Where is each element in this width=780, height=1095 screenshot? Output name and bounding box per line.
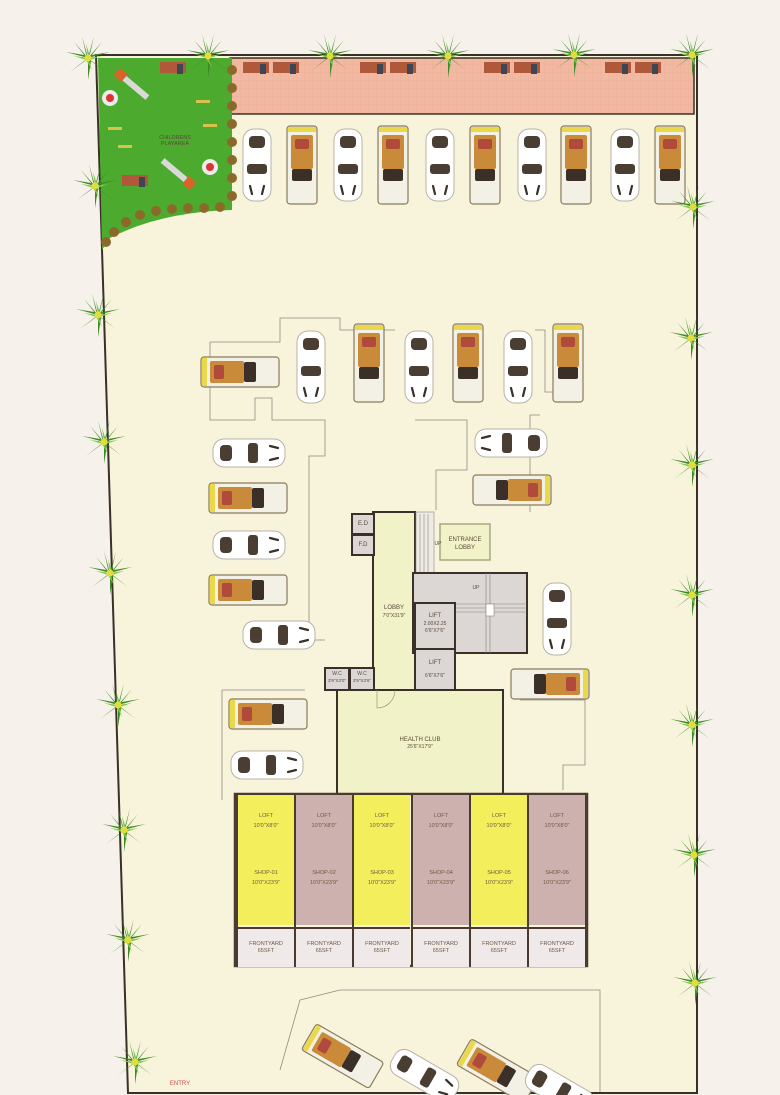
loft-size: 10'0"X8'0" — [311, 823, 337, 829]
frontyard-label: FRONTYARD — [249, 941, 283, 947]
fd-room-label: F.D — [358, 542, 368, 548]
shop-size: 10'0"X23'9" — [309, 880, 339, 886]
lift1-label: LIFT — [428, 613, 442, 619]
frontyard-label: FRONTYARD — [365, 941, 399, 947]
shop-size: 10'0"X23'9" — [542, 880, 572, 886]
loft-size: 10'0"X8'0" — [428, 823, 454, 829]
loft-area: LOFT 10'0"X8'0" — [238, 795, 294, 851]
frontyard-area: FRONTYARD 65SFT — [238, 927, 294, 967]
shop-unit-02: LOFT 10'0"X8'0" SHOP-02 10'0"X23'9" FRON… — [294, 795, 352, 967]
frontyard-area: FRONTYARD 65SFT — [471, 927, 527, 967]
loft-area: LOFT 10'0"X8'0" — [296, 795, 352, 851]
lift1-size: 6'6"X7'6" — [425, 628, 445, 634]
shop-area: SHOP-06 10'0"X23'9" — [529, 850, 585, 925]
loft-label: LOFT — [549, 813, 565, 819]
shop-unit-01: LOFT 10'0"X8'0" SHOP-01 10'0"X23'9" FRON… — [236, 795, 294, 967]
shop-name: SHOP-04 — [429, 870, 453, 876]
shop-unit-03: LOFT 10'0"X8'0" SHOP-03 10'0"X23'9" FRON… — [352, 795, 410, 967]
shop-name: SHOP-03 — [370, 870, 394, 876]
frontyard-area-value: 65SFT — [490, 948, 508, 954]
ed-room-label: E.D — [357, 521, 368, 527]
loft-label: LOFT — [258, 813, 274, 819]
loft-label: LOFT — [433, 813, 449, 819]
stair-up-label-1: UP — [434, 541, 442, 547]
frontyard-label: FRONTYARD — [540, 941, 574, 947]
loft-size: 10'0"X8'0" — [253, 823, 279, 829]
frontyard-area: FRONTYARD 65SFT — [413, 927, 469, 967]
lobby-label: LOBBY — [383, 605, 404, 611]
shop-unit-06: LOFT 10'0"X8'0" SHOP-06 10'0"X23'9" FRON… — [527, 795, 587, 967]
loft-area: LOFT 10'0"X8'0" — [471, 795, 527, 851]
frontyard-label: FRONTYARD — [482, 941, 516, 947]
shop-name: SHOP-02 — [312, 870, 336, 876]
wc1-label: W.C — [332, 671, 342, 677]
shop-area: SHOP-02 10'0"X23'9" — [296, 850, 352, 925]
frontyard-area-value: 65SFT — [257, 948, 275, 954]
loft-label: LOFT — [374, 813, 390, 819]
lobby-size: 7'0"X31'9" — [382, 613, 406, 619]
loft-label: LOFT — [316, 813, 332, 819]
entrance-lobby-label-1: ENTRANCE — [448, 537, 482, 543]
shop-area: SHOP-05 10'0"X23'9" — [471, 850, 527, 925]
frontyard-area: FRONTYARD 65SFT — [296, 927, 352, 967]
health-club-size: 25'6"X17'9" — [407, 744, 433, 750]
frontyard-area: FRONTYARD 65SFT — [529, 927, 585, 967]
shop-size: 10'0"X23'9" — [426, 880, 456, 886]
shop-name: SHOP-05 — [487, 870, 511, 876]
loft-size: 10'0"X8'0" — [369, 823, 395, 829]
playarea-label: CHILDRENS PLAYAREA — [159, 135, 191, 147]
shop-size: 10'0"X23'9" — [484, 880, 514, 886]
lift2-size: 6'6"X7'6" — [425, 673, 445, 679]
frontyard-area-value: 65SFT — [315, 948, 333, 954]
health-club-label: HEALTH CLUB — [399, 737, 441, 743]
wc1-size: 3'9"X3'0" — [328, 678, 346, 683]
shop-area: SHOP-04 10'0"X23'9" — [413, 850, 469, 925]
shop-size: 10'0"X23'9" — [251, 880, 281, 886]
wc2-label: W.C — [357, 671, 367, 677]
shop-unit-05: LOFT 10'0"X8'0" SHOP-05 10'0"X23'9" FRON… — [469, 795, 527, 967]
lift1-size-metric: 2.00X2.25 — [423, 621, 447, 627]
frontyard-area-value: 65SFT — [432, 948, 450, 954]
stair-up-label-2: UP — [472, 585, 480, 591]
entry-label: ENTRY — [169, 1081, 191, 1087]
frontyard-label: FRONTYARD — [307, 941, 341, 947]
frontyard-area-value: 65SFT — [373, 948, 391, 954]
entrance-lobby-label-2: LOBBY — [454, 545, 475, 551]
frontyard-area: FRONTYARD 65SFT — [354, 927, 410, 967]
frontyard-area-value: 65SFT — [548, 948, 566, 954]
shop-unit-04: LOFT 10'0"X8'0" SHOP-04 10'0"X23'9" FRON… — [411, 795, 469, 967]
lift2-label: LIFT — [428, 660, 442, 666]
shop-name: SHOP-01 — [254, 870, 278, 876]
shop-area: SHOP-03 10'0"X23'9" — [354, 850, 410, 925]
shop-size: 10'0"X23'9" — [367, 880, 397, 886]
loft-area: LOFT 10'0"X8'0" — [413, 795, 469, 851]
loft-area: LOFT 10'0"X8'0" — [529, 795, 585, 851]
shop-name: SHOP-06 — [545, 870, 569, 876]
loft-size: 10'0"X8'0" — [486, 823, 512, 829]
loft-size: 10'0"X8'0" — [544, 823, 570, 829]
loft-area: LOFT 10'0"X8'0" — [354, 795, 410, 851]
shop-area: SHOP-01 10'0"X23'9" — [238, 850, 294, 925]
frontyard-label: FRONTYARD — [424, 941, 458, 947]
wc2-size: 3'9"X3'6" — [353, 678, 371, 683]
loft-label: LOFT — [491, 813, 507, 819]
